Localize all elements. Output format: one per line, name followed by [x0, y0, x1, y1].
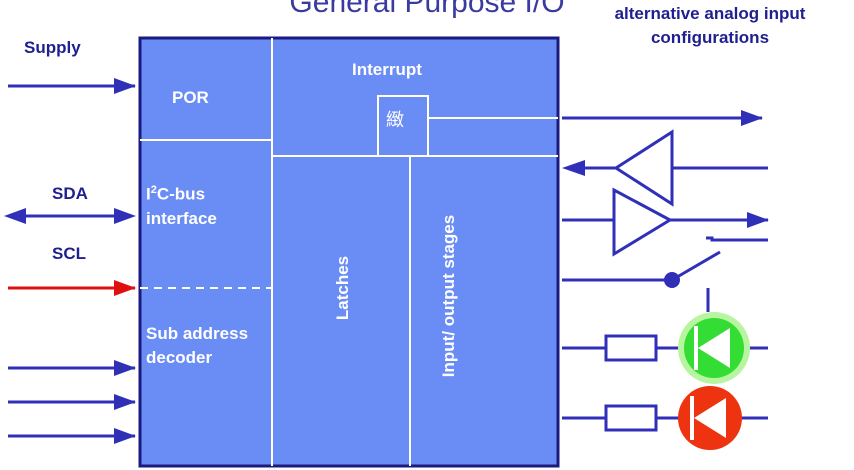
- subaddr-line2: decoder: [146, 348, 213, 367]
- i2c-superscript: 2: [150, 184, 157, 196]
- sda-arrow-right: [114, 208, 136, 224]
- red-led-resistor: [604, 404, 658, 432]
- interrupt-glyph: 緻: [386, 110, 404, 131]
- interrupt-label: Interrupt: [352, 60, 422, 79]
- block-dividers: [140, 38, 558, 466]
- por-label: POR: [172, 88, 209, 107]
- supply-label: Supply: [24, 38, 81, 57]
- green-led-diode-symbol: [698, 328, 730, 368]
- io-stages-label: Input/ output stages: [439, 214, 458, 378]
- input-buffer-triangle: [613, 129, 674, 207]
- switch-terminal: [706, 236, 768, 242]
- green-led-resistor: [604, 334, 658, 362]
- output-buffer-triangle: [612, 187, 674, 257]
- scl-label: SCL: [52, 244, 86, 263]
- i2c-line2: interface: [146, 208, 217, 228]
- i2c-label: I2C-bus interface: [146, 178, 217, 231]
- sda-label: SDA: [52, 184, 88, 203]
- latches-label: Latches: [333, 255, 352, 321]
- i2c-rest: C-bus: [156, 184, 206, 204]
- sda-arrow-left: [4, 208, 26, 224]
- main-block: [138, 36, 560, 468]
- diagram-title: General Purpose I/O: [289, 0, 565, 19]
- subaddr-line1: Sub address: [146, 324, 249, 343]
- alt-config-label: alternative analog input configurations: [614, 4, 806, 47]
- subaddr-label: Sub address decoder: [146, 322, 248, 370]
- input-buffer-arrowhead: [562, 160, 585, 176]
- red-led-diode-symbol: [694, 398, 726, 438]
- i2c-prefix: I: [146, 184, 151, 204]
- switch-blade: [671, 250, 721, 282]
